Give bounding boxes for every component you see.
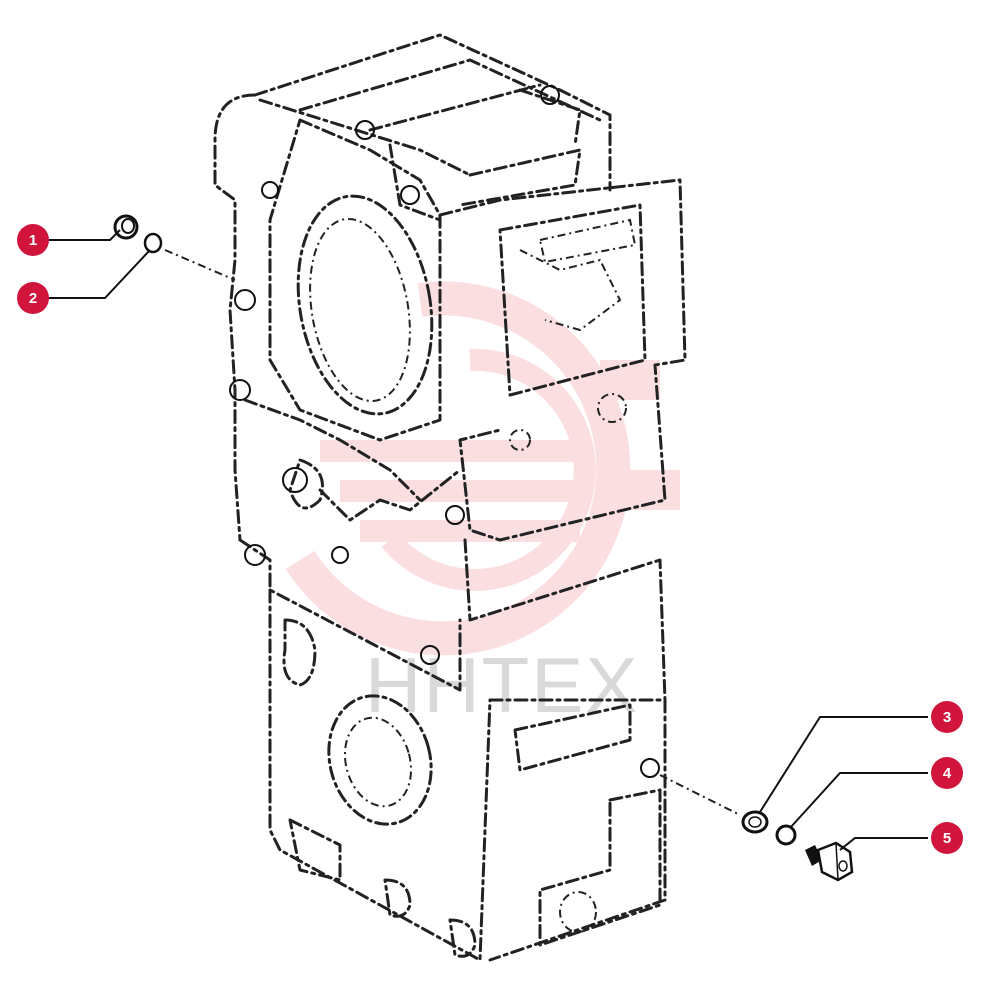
callout-1[interactable]: 1 <box>17 224 49 256</box>
part-1-plug <box>113 214 139 240</box>
watermark-text: HHTEX <box>365 641 639 729</box>
callout-5-label: 5 <box>943 830 951 847</box>
callout-2[interactable]: 2 <box>17 282 49 314</box>
part-2-o-ring <box>143 232 163 254</box>
assembly-axis-right <box>659 774 741 816</box>
callout-4[interactable]: 4 <box>931 757 963 789</box>
callout-5[interactable]: 5 <box>931 822 963 854</box>
callout-3-label: 3 <box>943 709 951 726</box>
part-3-washer <box>741 810 769 834</box>
part-5-bolt <box>805 841 854 882</box>
part-4-seal-ring <box>775 824 797 846</box>
assembly-axis-left <box>164 249 236 281</box>
transmission-housing <box>213 33 687 962</box>
watermark-logo <box>285 281 680 656</box>
callout-3[interactable]: 3 <box>931 701 963 733</box>
callout-4-label: 4 <box>943 765 952 782</box>
callout-2-label: 2 <box>29 290 37 307</box>
leader-lines <box>45 229 928 851</box>
callout-1-label: 1 <box>29 232 37 249</box>
